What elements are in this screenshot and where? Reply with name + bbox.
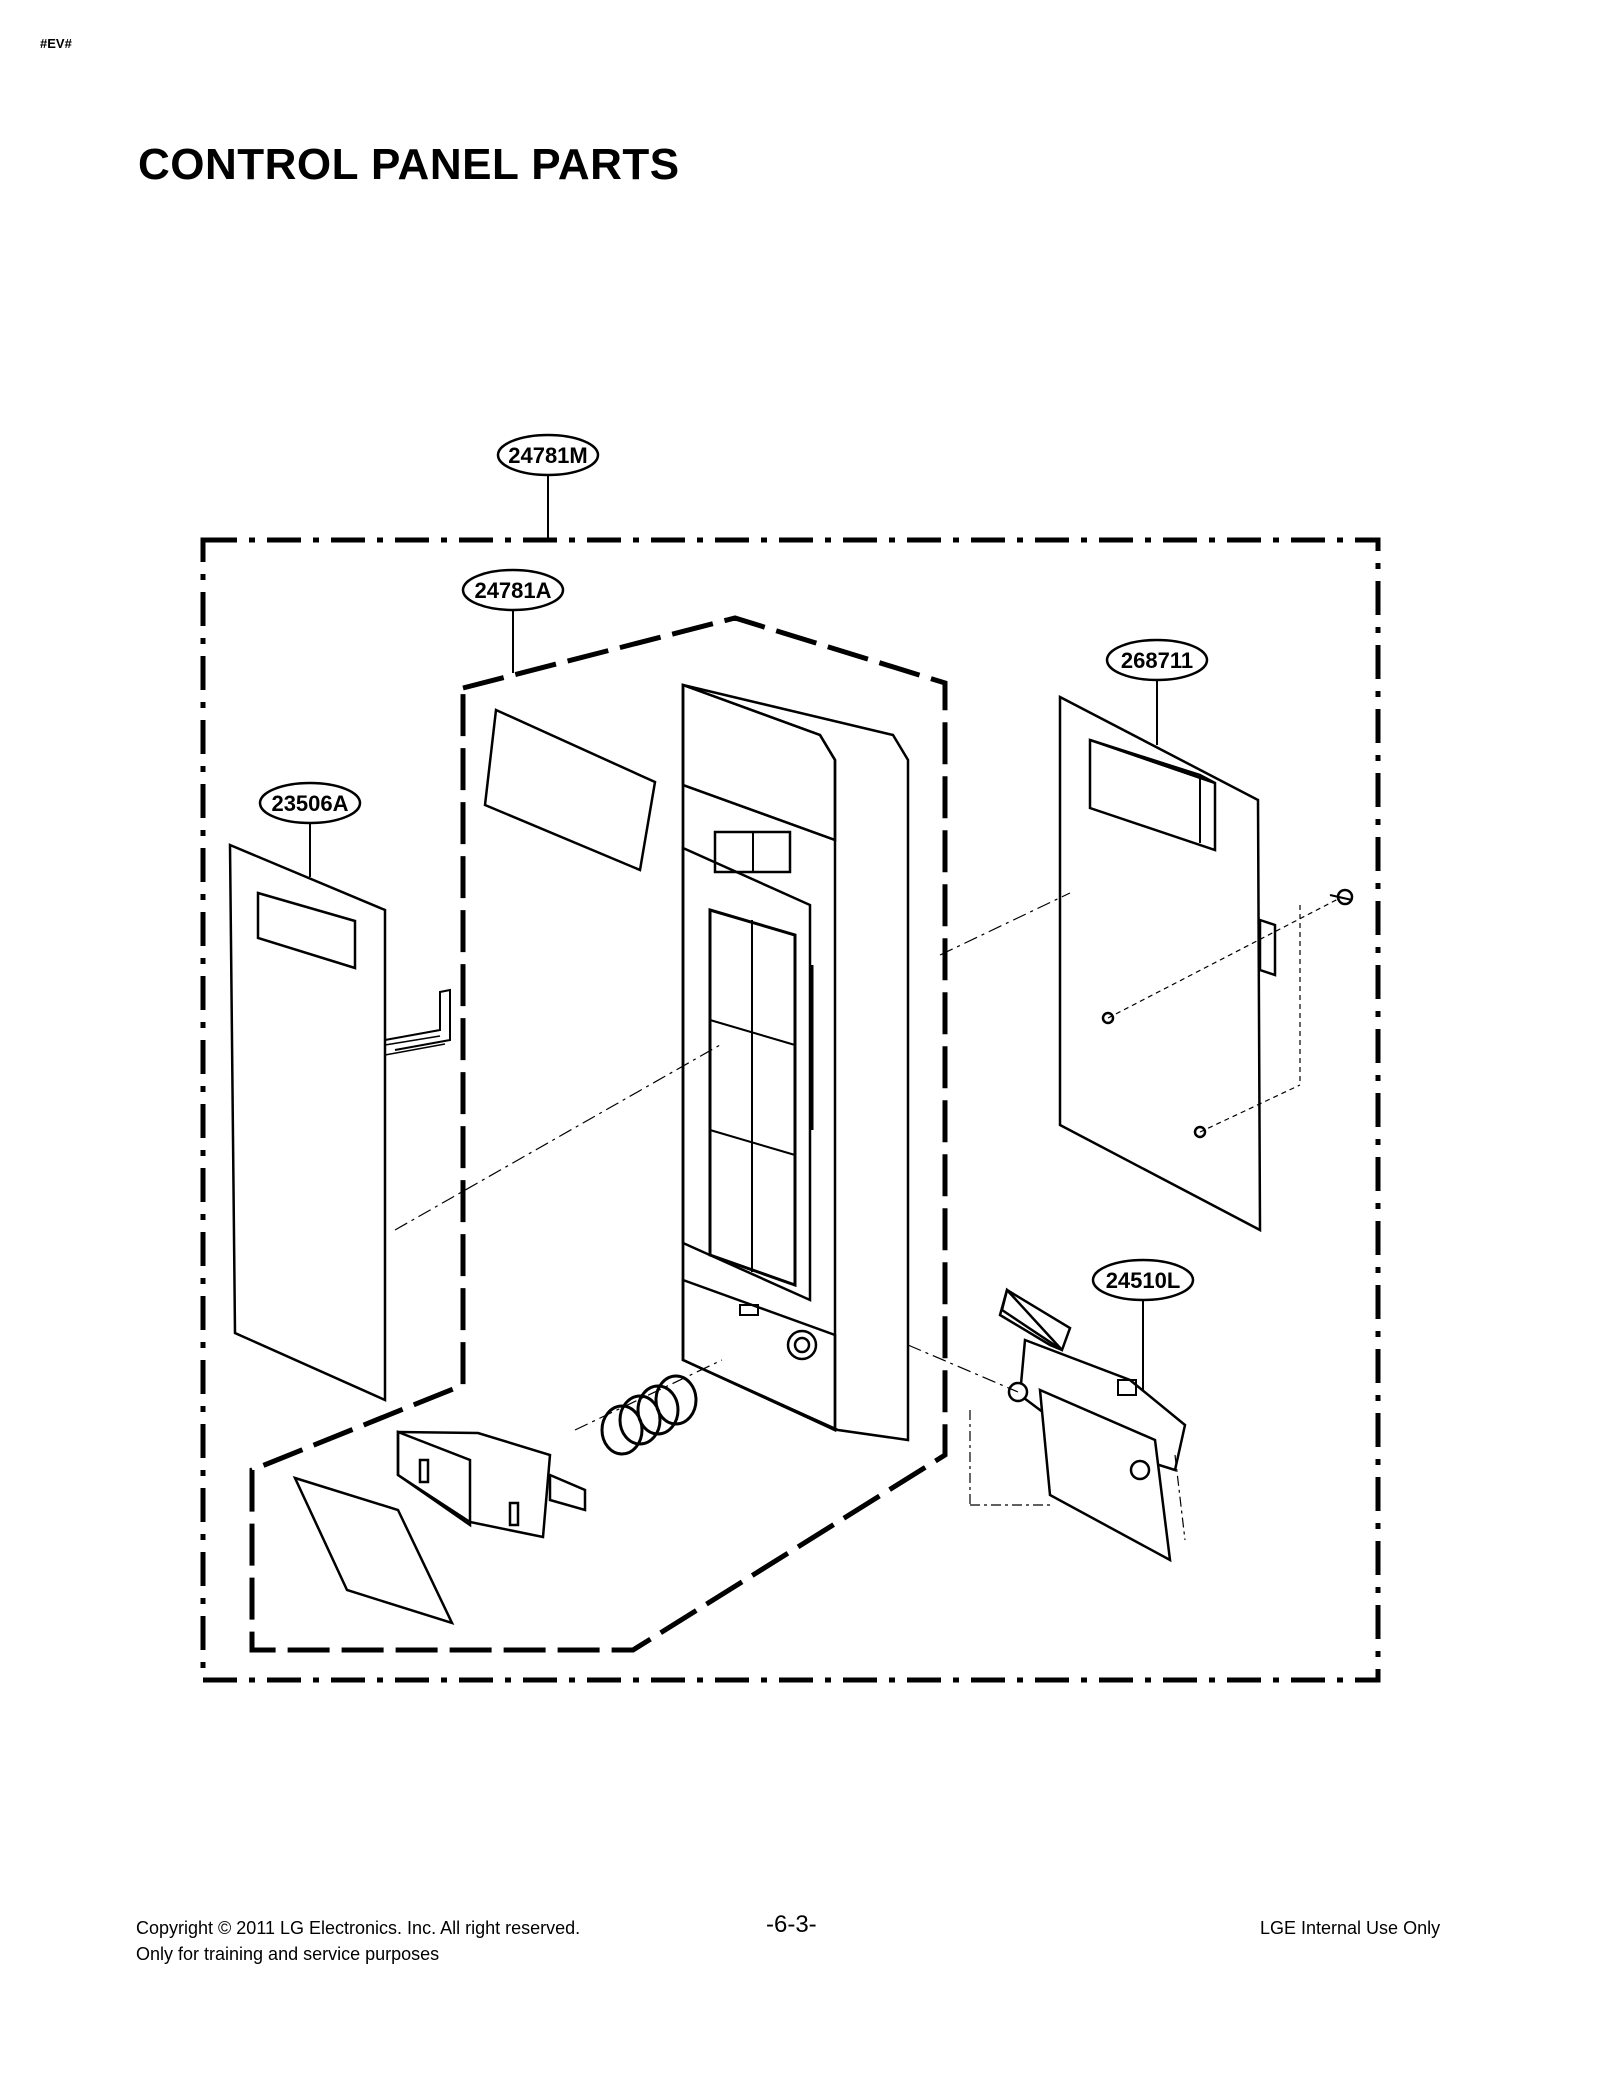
footer-internal-use: LGE Internal Use Only xyxy=(1260,1918,1441,1938)
callout-23506A: 23506A xyxy=(258,781,362,825)
page-number: -6-3- xyxy=(766,1911,817,1938)
control-frame-part xyxy=(681,683,910,1442)
footer-copyright-block: Copyright © 2011 LG Electronics. Inc. Al… xyxy=(136,1915,580,1967)
callout-24510L: 24510L xyxy=(1091,1258,1195,1302)
footer-purpose: Only for training and service purposes xyxy=(136,1944,440,1964)
door-latch-part xyxy=(998,1287,1187,1563)
svg-text:24781A: 24781A xyxy=(474,578,551,603)
door-button-part xyxy=(396,1430,587,1539)
callout-24781M: 24781M xyxy=(496,433,600,477)
svg-text:24781M: 24781M xyxy=(508,443,588,468)
button-cover-plate-part xyxy=(292,1475,455,1626)
callout-268711: 268711 xyxy=(1105,638,1209,682)
svg-text:23506A: 23506A xyxy=(271,791,348,816)
document-tag: #EV# xyxy=(40,36,72,51)
footer-copyright: Copyright © 2011 LG Electronics. Inc. Al… xyxy=(136,1918,581,1938)
callout-24781A: 24781A xyxy=(461,568,565,612)
svg-text:268711: 268711 xyxy=(1121,648,1193,673)
membrane-sheet-part xyxy=(228,843,451,1402)
svg-text:24510L: 24510L xyxy=(1106,1268,1181,1293)
alignment-lines xyxy=(394,892,1341,1541)
page-title: CONTROL PANEL PARTS xyxy=(138,140,680,189)
door-button-spring-part xyxy=(600,1374,698,1456)
assembly-boundary xyxy=(200,537,1381,1683)
pcb-board-part xyxy=(1058,694,1354,1233)
display-window-part xyxy=(483,708,657,872)
frame-group-boundary xyxy=(249,615,948,1653)
